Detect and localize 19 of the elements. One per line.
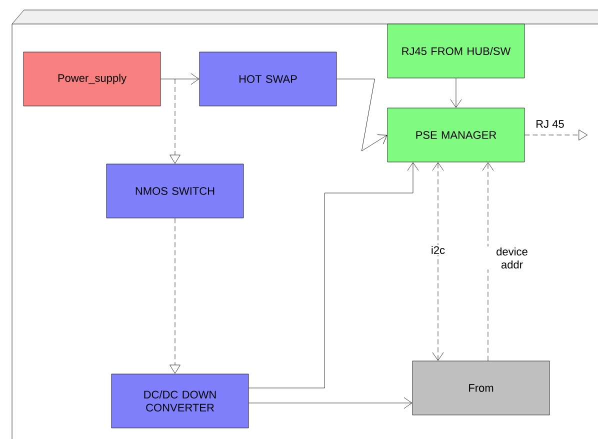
arrow <box>160 73 200 85</box>
arrow <box>432 162 444 361</box>
block-box: NMOS SWITCH <box>106 164 244 218</box>
arrow <box>482 162 494 361</box>
arrow <box>336 78 388 152</box>
block-box: Power_supply <box>23 52 161 106</box>
block-box: RJ45 FROM HUB/SW <box>387 24 525 78</box>
edge-label: RJ 45 <box>534 119 566 129</box>
arrow <box>170 78 180 164</box>
edge-label: device addr <box>486 246 538 270</box>
block-box: From <box>412 360 550 416</box>
arrow <box>170 218 180 374</box>
arrow <box>450 78 462 108</box>
arrow <box>524 130 588 140</box>
block-box: DC/DC DOWN CONVERTER <box>111 374 249 428</box>
arrow <box>248 162 419 388</box>
block-box: HOT SWAP <box>199 52 337 106</box>
block-box: PSE MANAGER <box>387 108 525 162</box>
arrow <box>248 397 412 409</box>
